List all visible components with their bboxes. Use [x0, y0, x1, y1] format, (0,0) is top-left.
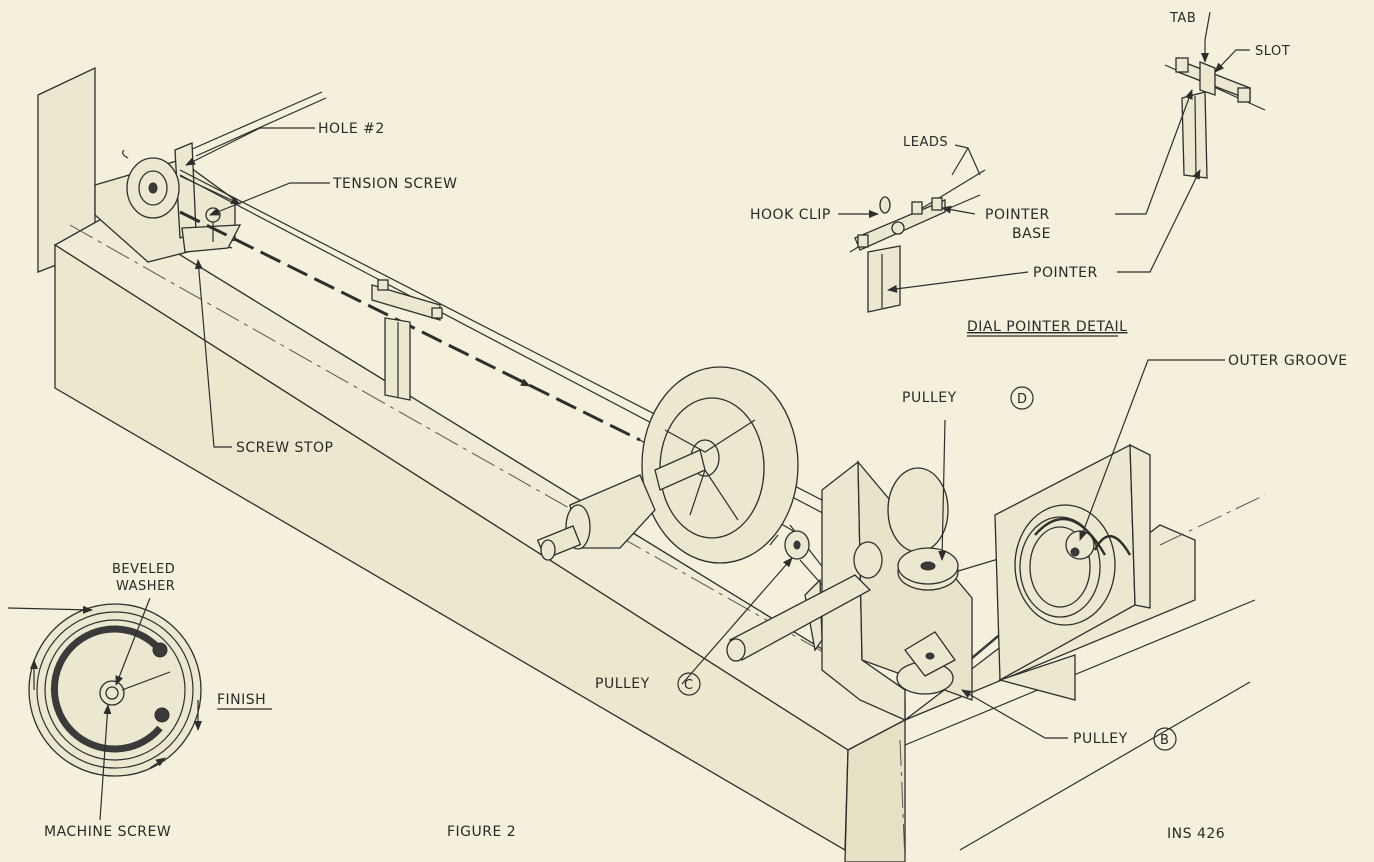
dial-pointer-detail-figure [849, 57, 1266, 313]
hole2-label: HOLE #2 [318, 121, 385, 137]
pointer-label: POINTER [1033, 265, 1098, 281]
pulley-d-letter: D [1017, 392, 1028, 407]
document-id: INS 426 [1167, 826, 1225, 842]
hook-clip-label: HOOK CLIP [750, 207, 831, 223]
leader-lines [99, 11, 1250, 821]
slot-label: SLOT [1255, 44, 1290, 59]
figure-caption: FIGURE 2 [447, 824, 516, 840]
spring-detail-figure [7, 603, 202, 777]
pulley-d-label: PULLEY [902, 390, 957, 406]
pulley-c-circle [677, 672, 701, 696]
pulley-c-part [769, 530, 810, 560]
pulley-c-label: PULLEY [595, 676, 650, 692]
pulley-c-letter: C [684, 678, 694, 693]
leads-label: LEADS [903, 135, 948, 150]
beveled-washer-label-line2: WASHER [116, 579, 175, 594]
drum-assembly [94, 142, 242, 263]
dial-pointer-detail-caption: DIAL POINTER DETAIL [967, 319, 1127, 335]
dial-pointer [371, 279, 443, 401]
tab-label: TAB [1169, 11, 1196, 26]
pulley-b-label: PULLEY [1073, 731, 1128, 747]
finish-label: FINISH [217, 692, 266, 708]
tension-screw-label: TENSION SCREW [332, 176, 457, 192]
pulley-d-circle [1010, 386, 1034, 410]
pulley-b-letter: B [1160, 733, 1169, 748]
pointer-base-label-line2: BASE [1012, 226, 1051, 242]
screw-stop-label: SCREW STOP [236, 440, 333, 456]
beveled-washer-label-line1: BEVELED [112, 562, 175, 577]
flywheel [536, 366, 799, 564]
outer-groove-label: OUTER GROOVE [1228, 353, 1348, 369]
outer-drum-assembly [994, 443, 1151, 701]
pulley-bracket [726, 460, 973, 722]
pointer-base-label-line1: POINTER [985, 207, 1050, 223]
pulley-b-circle [1153, 727, 1177, 751]
machine-screw-label: MACHINE SCREW [44, 824, 171, 840]
